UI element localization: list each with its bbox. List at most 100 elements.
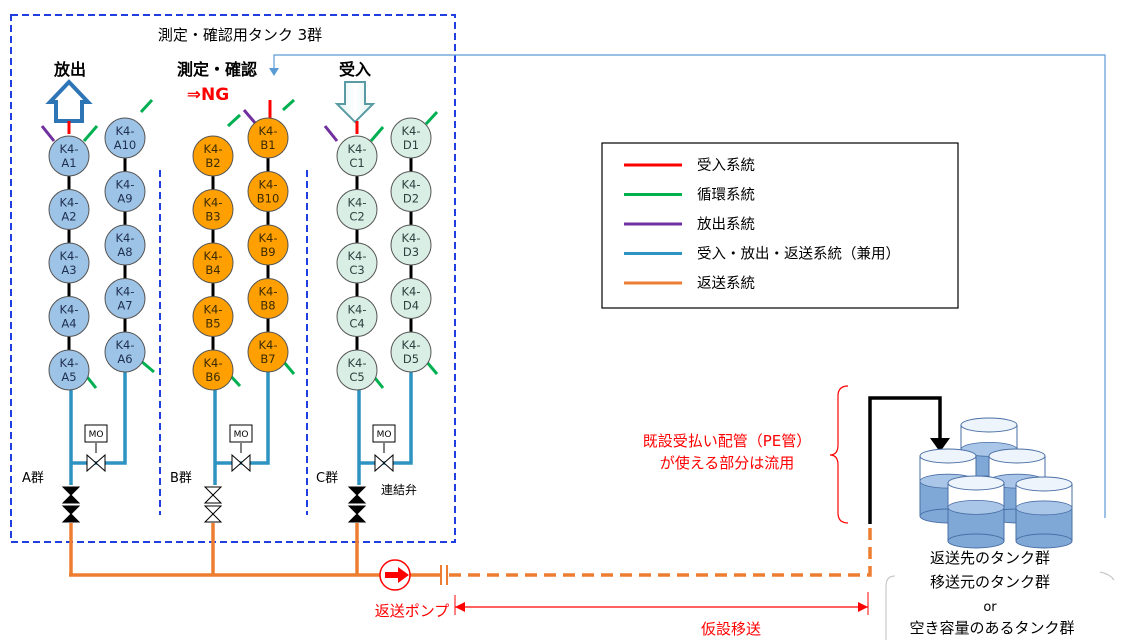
tank-label-bottom: D1 [403, 138, 419, 152]
tank-label-bottom: B1 [260, 138, 275, 152]
release-spoke-c [323, 125, 339, 142]
pump-arrow-icon [385, 567, 409, 583]
destination-label-1: 返送先のタンク群 [930, 549, 1050, 567]
tank-label-top: K4- [203, 249, 222, 263]
tank-label-top: K4- [59, 196, 78, 210]
circulation-spoke-a10 [139, 98, 154, 114]
tank-k4-c4 [336, 296, 378, 337]
dest-tank-4-bottom [947, 533, 1005, 549]
tank-label-top: K4- [401, 124, 420, 138]
pump-label: 返送ポンプ [375, 602, 450, 620]
destination-tank-cluster [919, 417, 1073, 549]
tank-k4-a9 [104, 171, 146, 212]
group-label-c: C群 [316, 471, 338, 486]
group-label-a: A群 [22, 471, 44, 486]
legend-label: 循環系統 [697, 187, 755, 204]
tank-label-bottom: B4 [205, 263, 220, 277]
tank-k4-b9 [247, 224, 289, 266]
tank-label-top: K4- [115, 178, 134, 192]
tank-k4-a5 [48, 349, 90, 391]
tank-label-bottom: D2 [403, 192, 419, 206]
circulation-spoke-a6 [140, 359, 155, 374]
mo-valve-c-right [383, 453, 394, 473]
destination-label-2: 移送元のタンク群 [930, 573, 1050, 591]
tank-label-bottom: A4 [61, 317, 76, 331]
tank-label-top: K4- [401, 285, 420, 299]
tank-label-top: K4- [203, 196, 222, 210]
dest-tank-5-top [1015, 476, 1073, 492]
tank-label-top: K4- [347, 356, 366, 370]
legend-label: 受入系統 [697, 157, 755, 174]
release-spoke-a [40, 125, 56, 142]
tank-label-top: K4- [59, 356, 78, 370]
mo-valve-a-box [84, 424, 108, 443]
tank-k4-a8 [104, 224, 146, 266]
tank-label-top: K4- [347, 196, 366, 210]
tank-label-top: K4- [258, 178, 277, 192]
dest-tank-2-top [919, 448, 977, 464]
tank-k4-a6 [104, 331, 146, 373]
destination-bracket [885, 575, 896, 640]
valve-a-lower-top [61, 505, 81, 515]
circulation-spoke-c1 [369, 126, 385, 142]
temp-transfer-label: 仮設移送 [701, 620, 761, 638]
mo-valve-b-box [229, 424, 253, 443]
tank-label-top: K4- [59, 303, 78, 317]
destination-label-3: 空き容量のあるタンク群 [909, 619, 1074, 637]
tank-label-top: K4- [347, 142, 366, 156]
existing-pipe-bracket [829, 385, 849, 524]
mo-valve-b-label: MO [234, 430, 249, 440]
dest-tank-4-top [947, 475, 1005, 491]
valve-a-upper-bottom [61, 494, 81, 504]
existing-pipe-note-line2: が使える部分は流用 [660, 454, 795, 472]
tank-label-bottom: B6 [205, 370, 220, 384]
tank-k4-b4 [192, 242, 234, 284]
mo-valve-a-label: MO [89, 430, 104, 440]
tank-k4-d3 [390, 224, 432, 266]
tank-k4-a7 [104, 278, 146, 319]
tank-label-bottom: A6 [117, 352, 132, 366]
tank-label-top: K4- [258, 124, 277, 138]
mo-valve-a-right [95, 453, 106, 473]
tank-label-top: K4- [258, 338, 277, 352]
tank-label-top: K4- [347, 303, 366, 317]
tank-label-bottom: D4 [403, 299, 419, 313]
mo-valve-b-right [240, 453, 251, 473]
tank-k4-a10 [104, 117, 146, 159]
group-label-b: B群 [170, 471, 192, 486]
existing-pipe-arrowhead [930, 438, 950, 452]
tank-k4-c5 [336, 349, 378, 391]
tank-label-bottom: A2 [61, 210, 76, 224]
valve-b-upper-top [203, 486, 223, 496]
tank-label-top: K4- [258, 285, 277, 299]
tank-label-bottom: A1 [61, 156, 76, 170]
tank-k4-d2 [390, 171, 432, 212]
valve-b-lower-bottom [203, 513, 223, 523]
tank-label-bottom: B5 [205, 317, 220, 331]
destination-bracket-right [1099, 571, 1115, 581]
tank-k4-b6 [192, 349, 234, 391]
tank-label-top: K4- [115, 338, 134, 352]
valve-c-lower-bottom [347, 513, 367, 523]
tank-label-top: K4- [401, 178, 420, 192]
tank-label-bottom: B9 [260, 245, 275, 259]
release-arrow-icon [45, 79, 93, 123]
tank-k4-b10 [247, 171, 289, 212]
tank-label-top: K4- [203, 356, 222, 370]
tank-label-bottom: A3 [61, 263, 76, 277]
tank-label-bottom: B2 [205, 156, 220, 170]
tank-k4-a1 [48, 135, 90, 177]
legend-label: 受入・放出・返送系統（兼用） [697, 246, 900, 263]
tank-label-top: K4- [59, 249, 78, 263]
legend-label: 返送系統 [697, 275, 755, 292]
tank-label-bottom: C5 [349, 370, 364, 384]
legend-label: 放出系統 [697, 216, 755, 233]
tank-label-bottom: A10 [114, 138, 137, 152]
circulation-spoke-d1 [424, 110, 439, 126]
dest-tank-1-top [960, 417, 1018, 433]
tank-label-top: K4- [115, 231, 134, 245]
tank-k4-b3 [192, 189, 234, 230]
tank-k4-c3 [336, 242, 378, 284]
circulation-spoke-b2 [226, 113, 242, 128]
